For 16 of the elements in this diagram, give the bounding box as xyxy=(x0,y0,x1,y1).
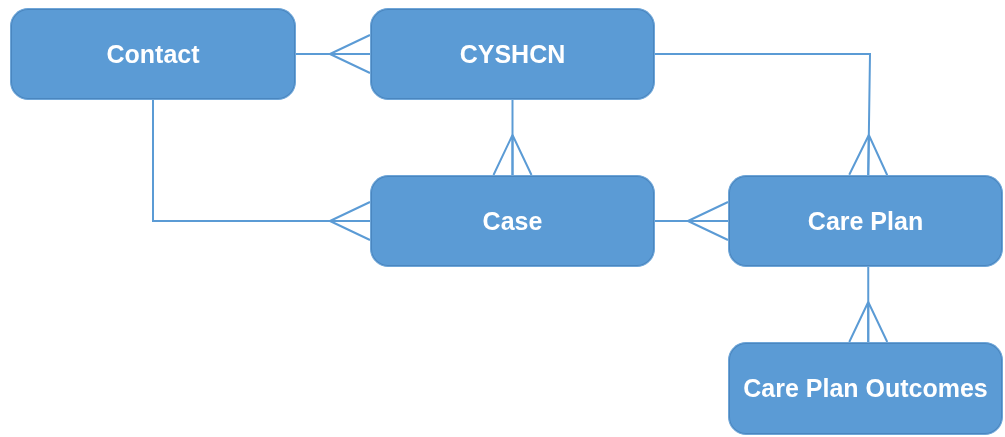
entity-box xyxy=(370,8,655,100)
relationship-line xyxy=(295,34,371,74)
relationship-line xyxy=(654,53,889,177)
entity-box xyxy=(10,8,296,100)
relationship-line xyxy=(492,99,533,176)
entity-box xyxy=(728,342,1003,435)
entity-box xyxy=(370,175,655,267)
entity-name: Care Plan xyxy=(807,205,924,237)
entity-box xyxy=(728,175,1003,267)
relationship-line xyxy=(848,266,889,343)
entity-name: Case xyxy=(482,205,543,237)
relationship-line xyxy=(654,201,729,241)
relationship-line xyxy=(152,99,371,241)
entity-name: Care Plan Outcomes xyxy=(743,373,988,405)
entity-name: CYSHCN xyxy=(459,38,566,70)
entity-name: Contact xyxy=(106,38,200,70)
